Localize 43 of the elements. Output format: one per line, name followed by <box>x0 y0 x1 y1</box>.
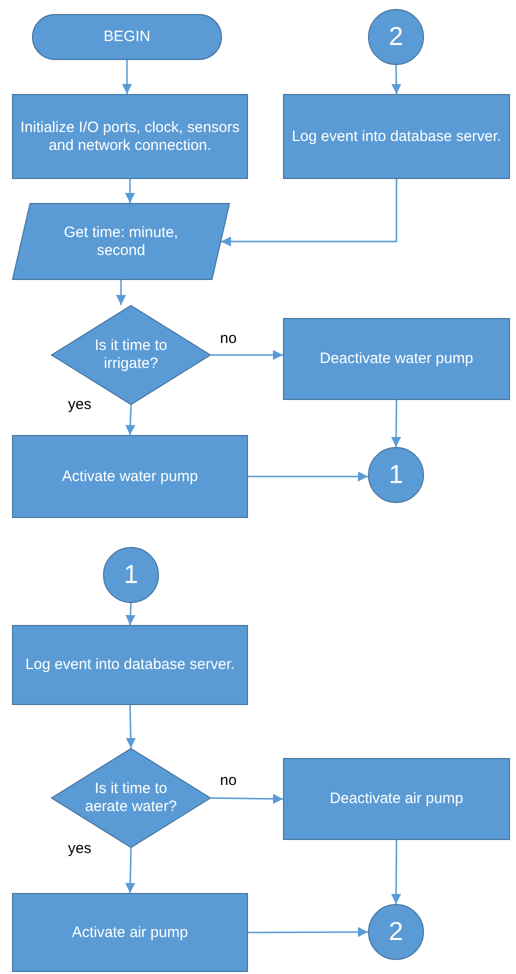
connector-number: 2 <box>388 21 404 53</box>
start-terminal <box>32 14 222 60</box>
process-box <box>12 94 248 179</box>
arrow <box>122 60 132 94</box>
arrow <box>126 704 136 748</box>
connector-circle <box>368 447 424 503</box>
arrow <box>125 179 135 203</box>
node-label: Initialize I/O ports, clock, sensors and network connection. <box>19 118 241 154</box>
node-label: BEGIN <box>102 28 152 46</box>
process-box <box>12 893 248 972</box>
arrow <box>248 472 368 482</box>
connector-number: 2 <box>388 916 404 948</box>
arrow <box>391 64 402 94</box>
process-box <box>283 318 510 400</box>
arrow <box>391 400 402 447</box>
connector-circle <box>103 547 159 603</box>
connector-number: 1 <box>122 559 140 591</box>
process-box <box>283 758 510 840</box>
node-label: Deactivate air pump <box>328 790 464 808</box>
connector-circle <box>368 9 424 65</box>
arrow <box>248 927 368 938</box>
arrow <box>125 404 136 436</box>
process-box <box>12 435 248 518</box>
arrow <box>221 179 398 246</box>
connector-circle <box>368 904 424 960</box>
arrow <box>210 794 284 804</box>
node-label: Log event into database server. <box>292 128 502 146</box>
node-label: Is it time to irrigate? <box>94 337 168 373</box>
node-label: Log event into database server. <box>24 656 236 674</box>
arrow <box>391 840 402 904</box>
node-label: Deactivate water pump <box>318 350 474 368</box>
process-box <box>283 94 510 179</box>
arrow <box>116 280 126 305</box>
process-box <box>12 625 248 705</box>
arrow <box>125 848 136 894</box>
arrow <box>125 602 136 626</box>
node-label: Get time: minute, second <box>62 224 180 260</box>
connector-number: 1 <box>388 459 404 491</box>
node-label: Activate air pump <box>71 924 189 942</box>
input-parallelogram <box>12 203 230 280</box>
node-label: Is it time to aerate water? <box>84 780 178 816</box>
arrow <box>211 350 283 360</box>
node-label: Activate water pump <box>61 468 199 486</box>
